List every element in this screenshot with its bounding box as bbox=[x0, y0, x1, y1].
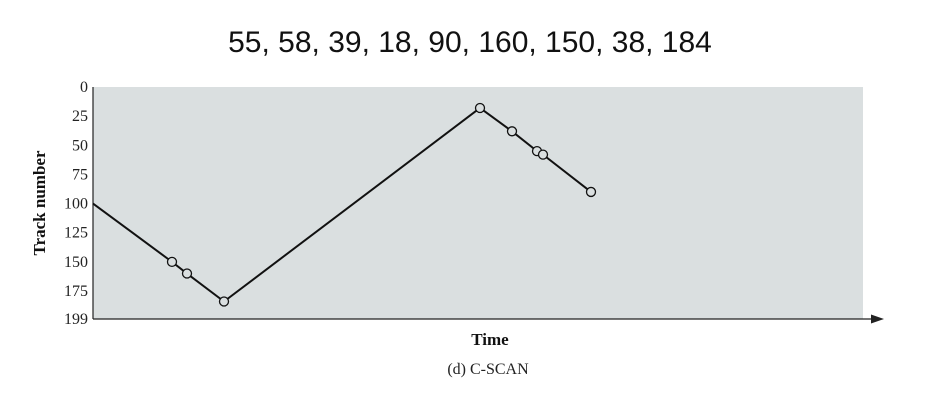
y-tick-label: 150 bbox=[64, 254, 88, 271]
request-point-marker bbox=[506, 126, 518, 137]
request-point-marker bbox=[166, 256, 178, 268]
chart-caption: (d) C-SCAN bbox=[447, 361, 529, 378]
head-movement-segment bbox=[92, 202, 173, 263]
y-tick-label: 75 bbox=[72, 166, 88, 183]
y-tick-label: 100 bbox=[64, 196, 88, 213]
x-axis-title: Time bbox=[471, 330, 509, 349]
y-axis-title: Track number bbox=[30, 150, 49, 255]
series-group bbox=[92, 102, 597, 307]
y-tick-label: 25 bbox=[72, 108, 88, 125]
y-axis-ticks: 0 25 50 75 100 125 150 175 199 bbox=[64, 79, 88, 328]
y-tick-label: 50 bbox=[72, 137, 88, 154]
head-movement-segment bbox=[479, 107, 513, 133]
y-tick-label: 0 bbox=[80, 79, 88, 96]
request-point-marker bbox=[474, 102, 486, 114]
request-point-marker bbox=[537, 149, 549, 160]
y-tick-label: 125 bbox=[64, 225, 88, 242]
request-point-marker bbox=[181, 268, 193, 279]
head-movement-segment bbox=[542, 153, 592, 193]
y-tick-label: 199 bbox=[64, 311, 88, 328]
x-axis-arrow bbox=[871, 314, 884, 324]
y-tick-label: 175 bbox=[64, 283, 88, 300]
request-point-marker bbox=[585, 186, 597, 198]
head-movement-segment bbox=[186, 272, 225, 303]
plot-area bbox=[93, 87, 863, 319]
head-movement-segment bbox=[223, 107, 481, 303]
request-point-marker bbox=[218, 296, 230, 307]
head-movement-segment bbox=[511, 130, 538, 152]
request-sequence-title: 55, 58, 39, 18, 90, 160, 150, 38, 184 bbox=[228, 26, 712, 59]
